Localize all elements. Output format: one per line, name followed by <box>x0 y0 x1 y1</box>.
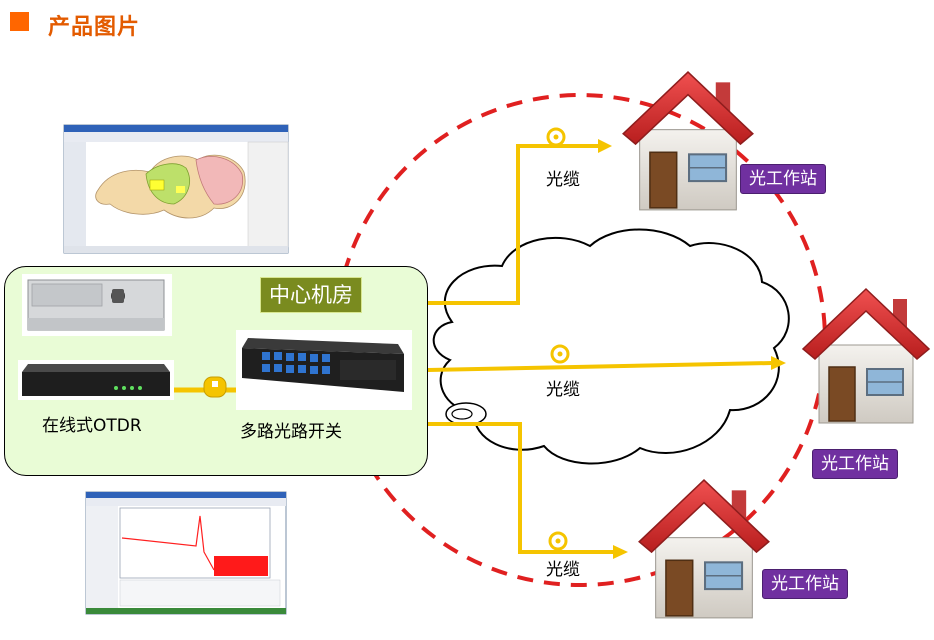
house-icon <box>801 287 931 425</box>
station-label-3: 光工作站 <box>762 569 848 599</box>
central-office-title: 中心机房 <box>260 277 362 313</box>
station-label-2: 光工作站 <box>812 449 898 479</box>
central-office-panel <box>4 266 428 476</box>
network-cloud <box>432 228 790 465</box>
fiber-link-3 <box>428 422 614 554</box>
fiber-link-2 <box>427 361 773 372</box>
gis-map-screenshot <box>63 124 289 254</box>
cable-label-3: 光缆 <box>546 560 580 580</box>
header-square-icon <box>10 12 29 31</box>
house-icon <box>622 71 754 211</box>
cable-label-1: 光缆 <box>546 170 580 190</box>
otdr-label: 在线式OTDR <box>42 416 142 436</box>
optical-switch-label: 多路光路开关 <box>240 422 342 442</box>
otdr-trace-screenshot <box>85 491 287 615</box>
cable-label-2: 光缆 <box>546 380 580 400</box>
station-label-1: 光工作站 <box>740 164 826 194</box>
house-icon <box>638 479 770 619</box>
page-title: 产品图片 <box>48 15 141 40</box>
